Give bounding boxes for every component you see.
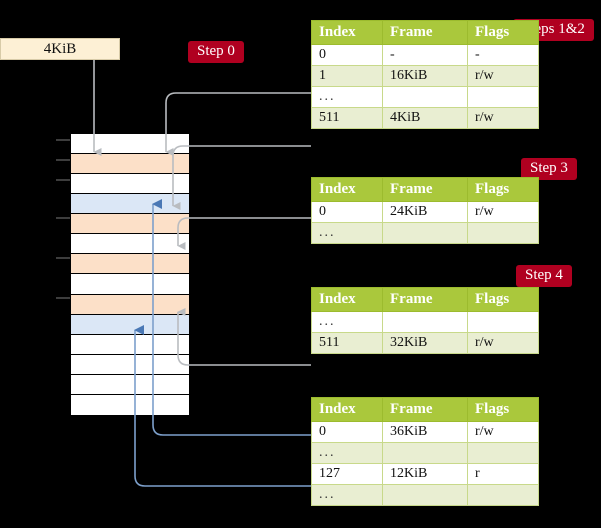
cell-index: ... [311, 442, 383, 464]
cell-frame [382, 484, 468, 506]
step-label-step-4: Step 4 [516, 265, 572, 287]
cell-flags: r/w [467, 421, 539, 443]
memory-cell-6 [71, 254, 189, 275]
cell-index: ... [311, 222, 383, 244]
table-row: 0-- [311, 44, 539, 66]
cell-flags [467, 311, 539, 333]
cell-frame: 32KiB [382, 332, 468, 354]
cell-index: 1 [311, 65, 383, 87]
cell-flags [467, 442, 539, 464]
cell-flags [467, 484, 539, 506]
cell-flags: r/w [467, 332, 539, 354]
cell-flags: - [467, 44, 539, 66]
cell-flags: r/w [467, 65, 539, 87]
cell-frame: 12KiB [382, 463, 468, 485]
memory-cell-13 [71, 394, 189, 415]
cell-flags: r/w [467, 107, 539, 129]
table-row: ... [311, 442, 539, 464]
memory-cell-4 [71, 214, 189, 235]
memory-cell-5 [71, 234, 189, 255]
wire-step-4 [177, 308, 311, 366]
table-row: ... [311, 484, 539, 506]
col-header-flags: Flags [467, 287, 539, 312]
cell-frame [382, 442, 468, 464]
cell-frame: 36KiB [382, 421, 468, 443]
col-header-frame: Frame [382, 287, 468, 312]
col-header-index: Index [311, 177, 383, 202]
col-header-flags: Flags [467, 397, 539, 422]
memory-cell-3 [71, 194, 189, 215]
wire-step-3 [177, 217, 311, 250]
col-header-frame: Frame [382, 20, 468, 45]
table-row: ... [311, 86, 539, 108]
memory-cell-9 [71, 314, 189, 335]
cell-frame [382, 311, 468, 333]
cell-index: 127 [311, 463, 383, 485]
col-header-frame: Frame [382, 397, 468, 422]
cell-frame: 16KiB [382, 65, 468, 87]
cell-index: ... [311, 86, 383, 108]
cell-frame [382, 222, 468, 244]
cell-frame: 24KiB [382, 201, 468, 223]
cell-frame [382, 86, 468, 108]
step-label-step-3: Step 3 [521, 158, 577, 180]
cell-index: 511 [311, 332, 383, 354]
physical-memory-column [70, 133, 190, 415]
memory-cell-0 [71, 134, 189, 155]
col-header-frame: Frame [382, 177, 468, 202]
memory-cell-10 [71, 334, 189, 355]
table-row: ... [311, 222, 539, 244]
memory-cell-11 [71, 354, 189, 375]
memory-tick-marks [56, 139, 70, 299]
table-row: ... [311, 311, 539, 333]
cell-index: 0 [311, 44, 383, 66]
cell-index: ... [311, 484, 383, 506]
cell-index: ... [311, 311, 383, 333]
cell-index: 0 [311, 421, 383, 443]
memory-cell-1 [71, 154, 189, 175]
col-header-index: Index [311, 397, 383, 422]
memory-cell-7 [71, 274, 189, 295]
cell-flags [467, 222, 539, 244]
col-header-flags: Flags [467, 20, 539, 45]
memory-cell-8 [71, 294, 189, 315]
cell-frame: - [382, 44, 468, 66]
step-label-step-0: Step 0 [188, 41, 244, 63]
cell-flags: r [467, 463, 539, 485]
cell-index: 0 [311, 201, 383, 223]
cell-index: 511 [311, 107, 383, 129]
cell-frame: 4KiB [382, 107, 468, 129]
source-frame-box: 4KiB [0, 38, 120, 60]
cell-flags: r/w [467, 201, 539, 223]
cell-flags [467, 86, 539, 108]
col-header-flags: Flags [467, 177, 539, 202]
col-header-index: Index [311, 20, 383, 45]
memory-cell-12 [71, 374, 189, 395]
col-header-index: Index [311, 287, 383, 312]
memory-cell-2 [71, 174, 189, 195]
